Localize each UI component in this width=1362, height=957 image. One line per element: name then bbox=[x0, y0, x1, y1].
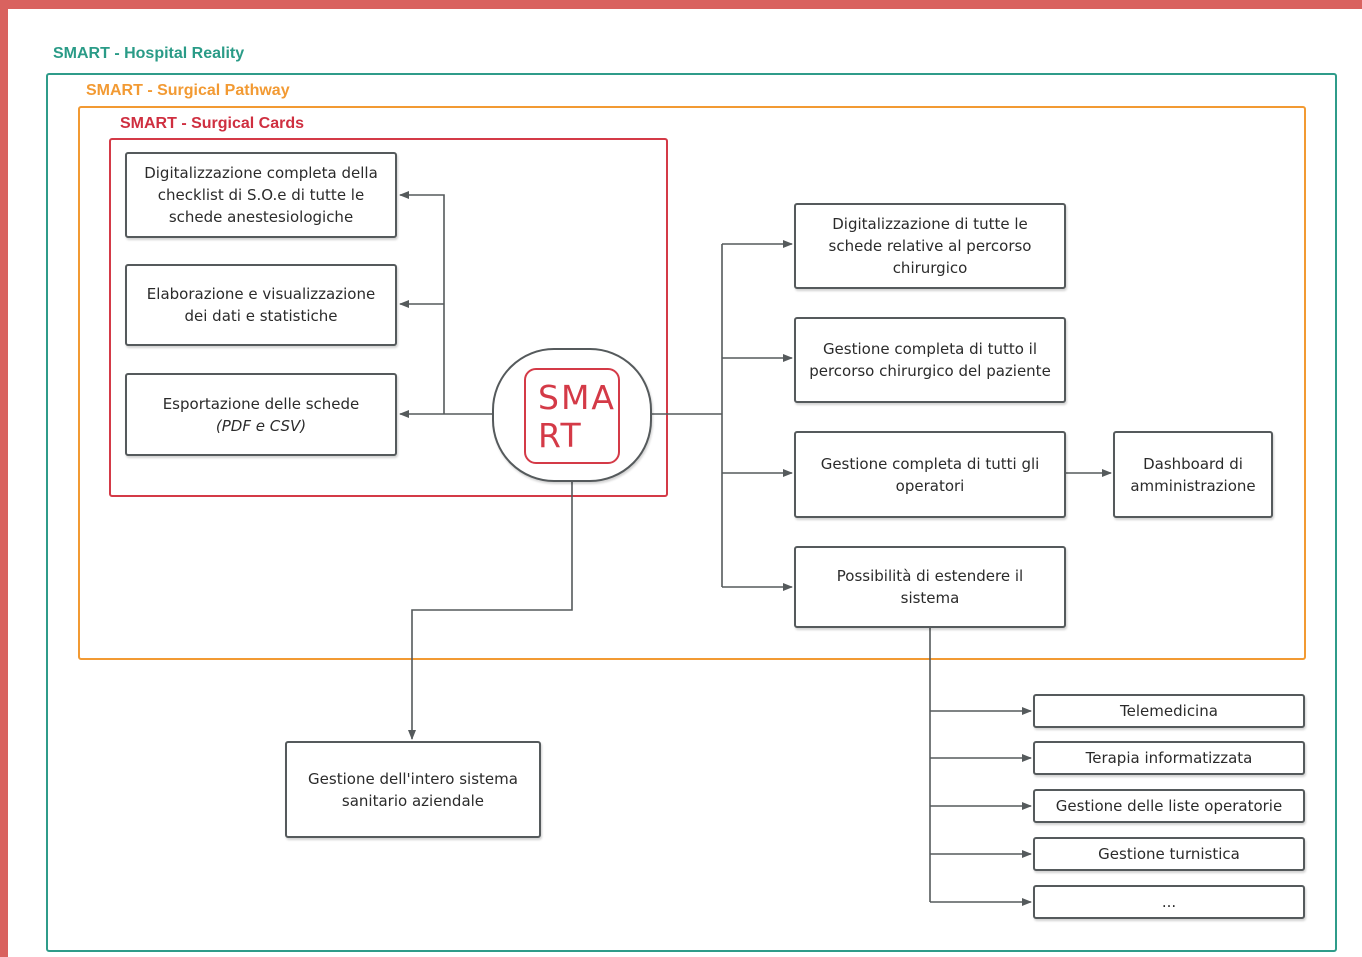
surgical-cards-region bbox=[109, 138, 668, 497]
extension-liste-operatorie: Gestione delle liste operatorie bbox=[1033, 789, 1305, 823]
hospital-line: sanitario aziendale bbox=[341, 791, 485, 810]
extension-label: Terapia informatizzata bbox=[1085, 749, 1253, 767]
frame-left-border bbox=[0, 0, 8, 957]
pathway-digitalization-box: Digitalizzazione di tutte le schede rela… bbox=[794, 203, 1066, 289]
card-line: schede anestesiologiche bbox=[168, 208, 354, 226]
pathway-line: Gestione completa di tutto il bbox=[822, 340, 1038, 358]
smart-central-node bbox=[492, 348, 652, 482]
smart-logo: SMA RT bbox=[524, 368, 620, 464]
connector-to-hospital-box bbox=[408, 482, 573, 740]
smart-logo-line-2: RT bbox=[538, 416, 583, 455]
pathway-patient-management-box: Gestione completa di tutto il percorso c… bbox=[794, 317, 1066, 403]
extension-telemedicina: Telemedicina bbox=[1033, 694, 1305, 728]
pathway-line: chirurgico bbox=[892, 259, 968, 277]
pathway-extend-system-box: Possibilità di estendere il sistema bbox=[794, 546, 1066, 628]
pathway-line: percorso chirurgico del paziente bbox=[809, 362, 1051, 380]
dashboard-line: Dashboard di bbox=[1143, 454, 1243, 473]
card-line: Elaborazione e visualizzazione bbox=[146, 285, 376, 303]
surgical-cards-title: SMART - Surgical Cards bbox=[120, 115, 305, 132]
extension-terapia: Terapia informatizzata bbox=[1033, 741, 1305, 775]
pathway-line: Digitalizzazione di tutte le bbox=[832, 215, 1028, 233]
dashboard-box: Dashboard di amministrazione bbox=[1113, 431, 1273, 518]
hospital-line: Gestione dell'intero sistema bbox=[308, 769, 518, 788]
pathway-line: Possibilità di estendere il bbox=[836, 567, 1024, 585]
extension-label: Telemedicina bbox=[1120, 702, 1218, 720]
hospital-system-box: Gestione dell'intero sistema sanitario a… bbox=[285, 741, 541, 838]
hospital-reality-region bbox=[46, 73, 1337, 952]
surgical-pathway-region bbox=[78, 106, 1306, 660]
extension-turnistica: Gestione turnistica bbox=[1033, 837, 1305, 871]
card-line-italic: (PDF e CSV) bbox=[215, 416, 307, 435]
card-data-statistics: Elaborazione e visualizzazione dei dati … bbox=[125, 264, 397, 346]
pathway-line: operatori bbox=[895, 476, 965, 495]
frame-top-border bbox=[0, 0, 1362, 9]
card-line: Digitalizzazione completa della bbox=[144, 164, 378, 182]
connector-to-card-1 bbox=[399, 191, 445, 414]
dashboard-line: amministrazione bbox=[1130, 476, 1256, 495]
card-checklist-digitalization: Digitalizzazione completa della checklis… bbox=[125, 152, 397, 238]
extension-label: ... bbox=[1161, 893, 1177, 911]
card-export-schede: Esportazione delle schede (PDF e CSV) bbox=[125, 373, 397, 456]
card-line: Esportazione delle schede bbox=[162, 394, 360, 413]
extension-label: Gestione turnistica bbox=[1098, 845, 1240, 863]
card-line: dei dati e statistiche bbox=[184, 307, 338, 325]
pathway-line: Gestione completa di tutti gli bbox=[820, 454, 1040, 473]
pathway-line: schede relative al percorso bbox=[828, 237, 1032, 255]
card-line: checklist di S.O.e di tutte le bbox=[157, 186, 365, 204]
hospital-reality-title: SMART - Hospital Reality bbox=[53, 45, 245, 62]
pathway-operators-box: Gestione completa di tutti gli operatori bbox=[794, 431, 1066, 518]
surgical-pathway-title: SMART - Surgical Pathway bbox=[86, 82, 290, 99]
extension-label: Gestione delle liste operatorie bbox=[1055, 797, 1283, 815]
pathway-line: sistema bbox=[900, 589, 960, 607]
extension-more: ... bbox=[1033, 885, 1305, 919]
smart-logo-line-1: SMA bbox=[538, 378, 616, 417]
